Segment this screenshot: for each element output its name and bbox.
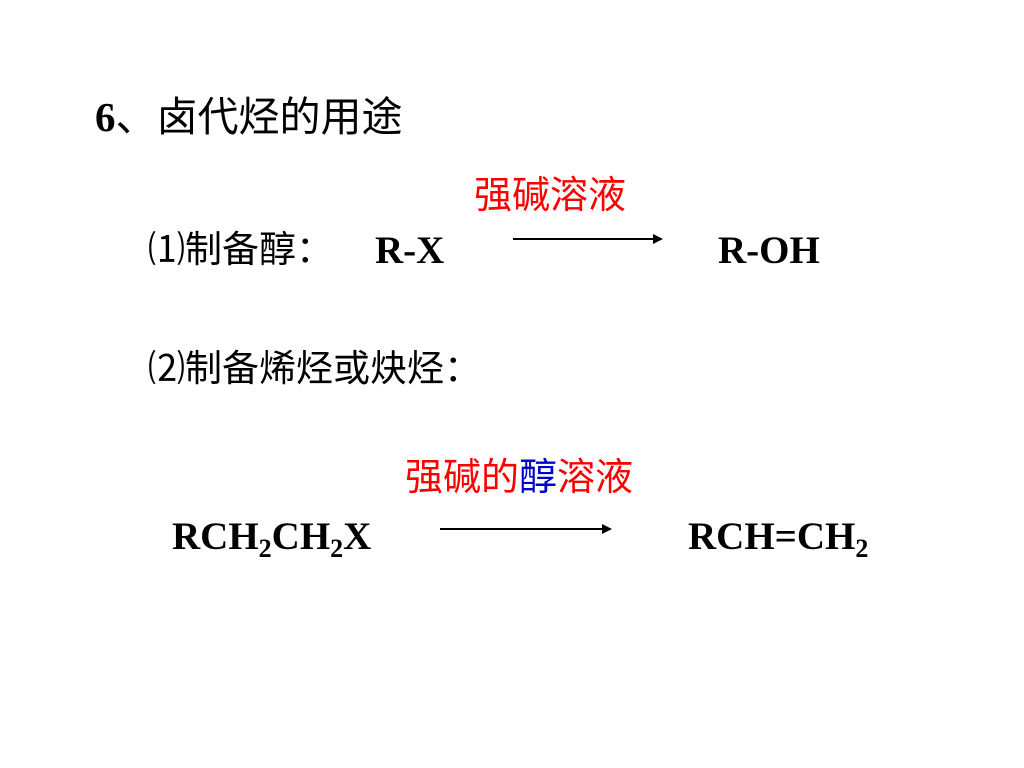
reaction1-arrow	[513, 234, 663, 244]
title-number: 6	[95, 94, 116, 140]
reaction2-product: RCH=CH2	[688, 515, 868, 562]
reaction2-condition-part3: 溶液	[557, 455, 634, 499]
reaction2-condition-part2: 醇	[519, 455, 558, 499]
reaction2-label: ⑵制备烯烃或炔烃：	[148, 347, 481, 390]
reactant-part: CH	[271, 515, 331, 558]
page-title: 6、卤代烃的用途	[95, 97, 403, 138]
reaction1-product: R-OH	[718, 229, 820, 272]
reaction2-reactant: RCH2CH2X	[172, 515, 372, 562]
reactant-subscript: 2	[330, 534, 344, 563]
reaction1-label: ⑴制备醇：	[148, 228, 333, 271]
product-subscript: 2	[855, 534, 869, 563]
reaction2-arrow	[440, 524, 612, 534]
reactant-part: RCH	[172, 515, 259, 558]
reaction1-reactant: R-X	[375, 229, 445, 272]
title-text: 、卤代烃的用途	[115, 93, 403, 141]
reaction1-condition: 强碱溶液	[474, 173, 627, 217]
product-part: RCH=CH	[688, 515, 856, 558]
reaction2-condition: 强碱的醇溶液	[405, 458, 633, 496]
reactant-part: X	[343, 515, 372, 558]
reactant-subscript: 2	[258, 534, 272, 563]
reaction2-condition-part1: 强碱的	[405, 455, 520, 499]
